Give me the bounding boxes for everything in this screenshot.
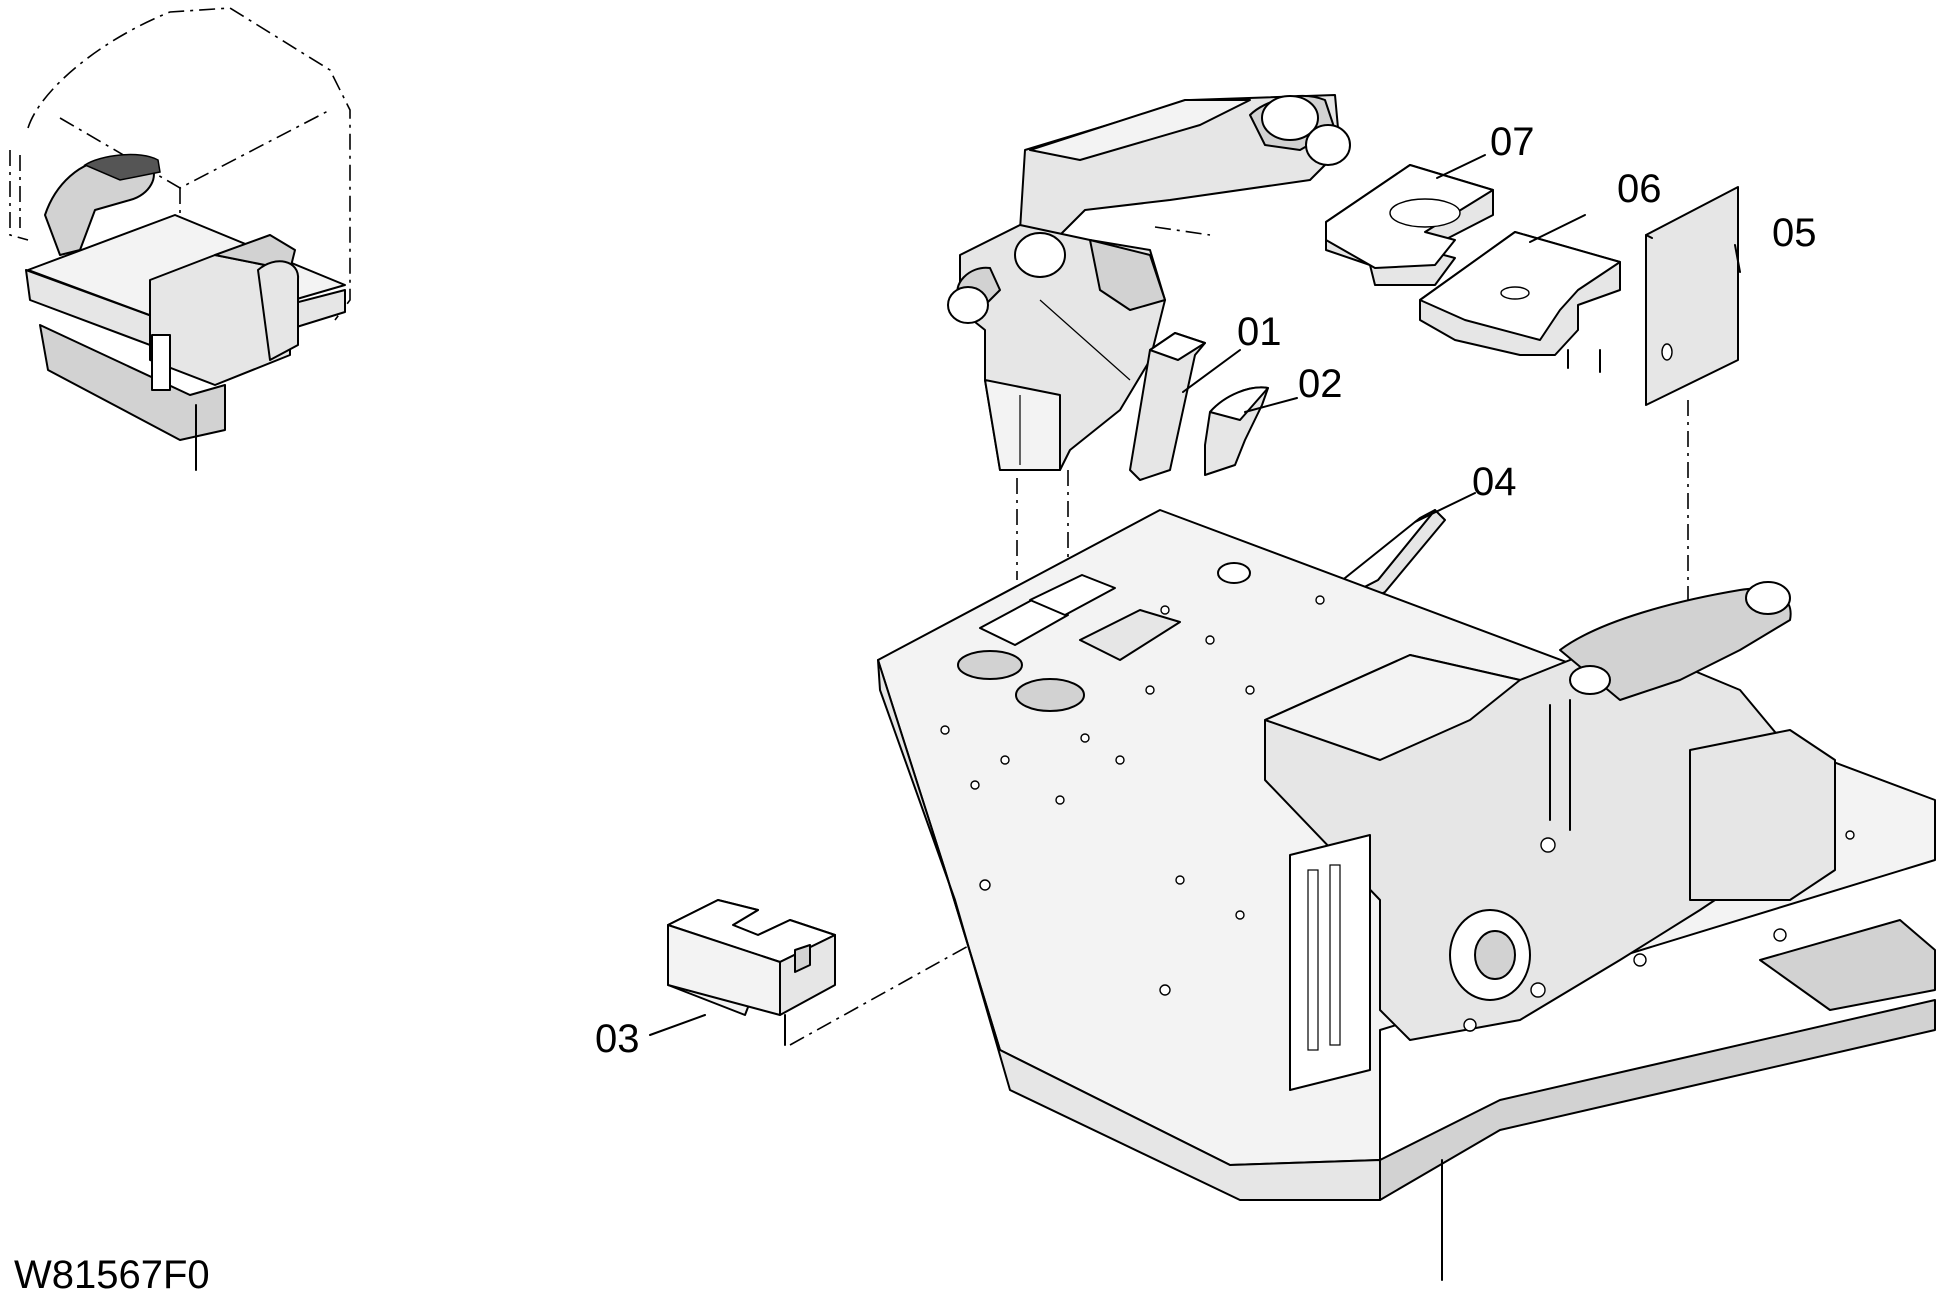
leader-lines [649,154,1741,1036]
callout-02: 02 [1298,362,1343,406]
part-01 [1129,332,1206,481]
callout-05: 05 [1772,211,1817,255]
callout-01: 01 [1237,310,1282,354]
callout-06: 06 [1617,167,1662,211]
drawing-code: W81567F0 [14,1253,210,1297]
part-05 [1645,186,1739,406]
callout-03: 03 [595,1017,640,1061]
part-07 [1325,164,1494,286]
callout-07: 07 [1490,120,1535,164]
part-03 [667,899,836,1046]
duct-assembly [947,94,1351,471]
part-06 [1419,231,1621,373]
hvac-unit [1264,581,1936,1091]
callout-04: 04 [1472,460,1517,504]
part-02 [1204,386,1269,476]
locator-thumbnail [9,7,351,471]
